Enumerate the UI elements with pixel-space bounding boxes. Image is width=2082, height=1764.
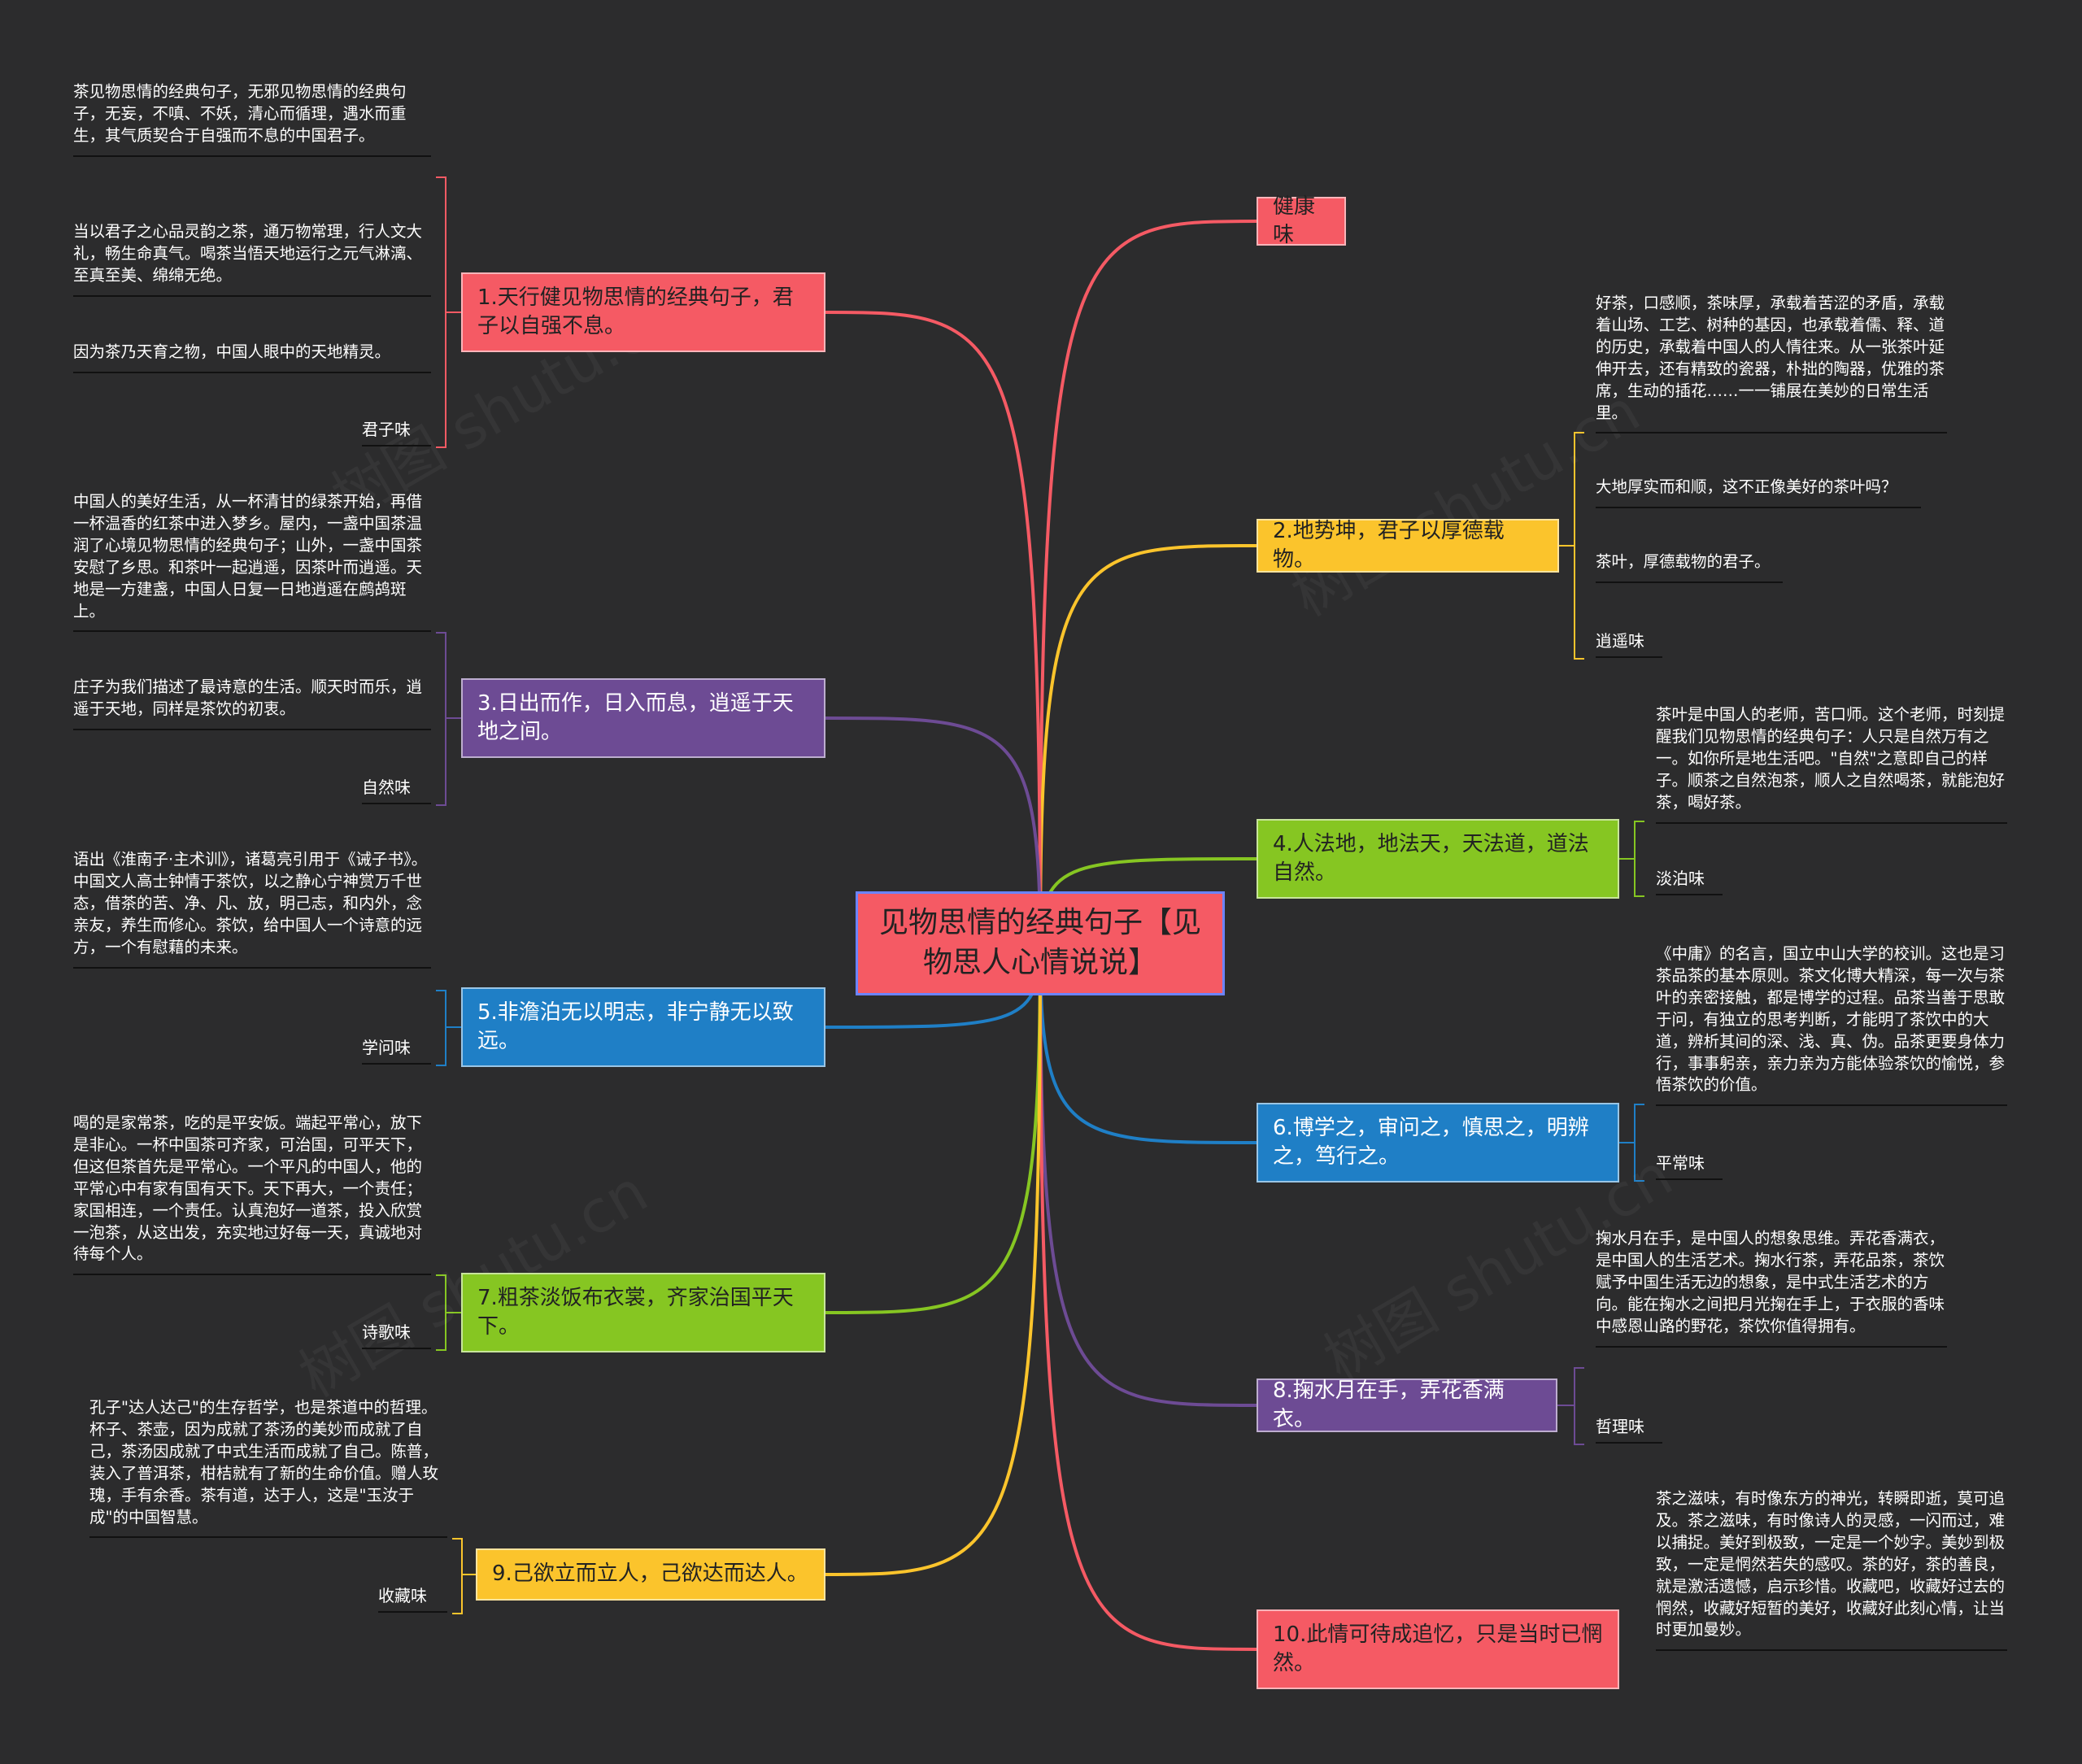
connector-line (1039, 544, 1257, 948)
leaf-note: 好茶，口感顺，茶味厚，承载着苦涩的矛盾，承载着山场、工艺、树种的基因，也承载着儒… (1596, 293, 1947, 434)
branch-health[interactable]: 健康味 (1257, 194, 1346, 247)
connector-line (825, 947, 1042, 1576)
leaf-note: 茶叶，厚德载物的君子。 (1596, 551, 1783, 583)
leaf-note: 喝的是家常茶，吃的是平安饭。端起平常心，放下是非心。一杯中国茶可齐家，可治国，可… (73, 1113, 431, 1276)
leaf-note: 庄子为我们描述了最诗意的生活。顺天时而乐，逍遥于天地，同样是茶饮的初衷。 (73, 677, 431, 730)
leaf-tag: 哲理味 (1596, 1413, 1662, 1444)
branch-6[interactable]: 6.博学之，审问之，慎思之，明辨之，笃行之。 (1257, 1103, 1619, 1183)
leaf-tag: 逍遥味 (1596, 628, 1662, 658)
leaf-tag: 诗歌味 (362, 1319, 431, 1349)
bracket-line (436, 1274, 446, 1351)
connector-line (1039, 220, 1257, 948)
connector-line (825, 947, 1042, 1314)
branch-4[interactable]: 4.人法地，地法天，天法道，道法自然。 (1257, 819, 1619, 899)
leaf-note: 孔子"达人达己"的生存哲学，也是茶道中的哲理。杯子、茶壶，因为成就了茶汤的美妙而… (89, 1397, 447, 1539)
leaf-note: 茶之滋味，有时像东方的神光，转瞬即逝，莫可追及。茶之滋味，有时像诗人的灵感，一闪… (1656, 1488, 2007, 1652)
branch-1[interactable]: 1.天行健见物思情的经典句子，君子以自强不息。 (461, 272, 825, 352)
branch-10[interactable]: 10.此情可待成追忆，只是当时已惘然。 (1257, 1609, 1619, 1689)
branch-label: 6.博学之，审问之，慎思之，明辨之，笃行之。 (1273, 1115, 1589, 1169)
leaf-note: 《中庸》的名言，国立中山大学的校训。这也是习茶品茶的基本原则。茶文化博大精深，每… (1656, 943, 2007, 1107)
branch-label: 8.掬水月在手，弄花香满衣。 (1273, 1378, 1505, 1431)
branch-label: 9.己欲立而立人，己欲达而达人。 (492, 1561, 808, 1587)
leaf-tag: 君子味 (362, 416, 431, 446)
connector-line (1039, 947, 1257, 1407)
bracket-line (1634, 821, 1644, 897)
leaf-tag: 自然味 (362, 774, 431, 804)
bracket-line (436, 990, 446, 1066)
bracket-line (1574, 1367, 1584, 1445)
bracket-line (452, 1538, 463, 1614)
branch-label: 10.此情可待成追忆，只是当时已惘然。 (1273, 1622, 1603, 1675)
branch-9[interactable]: 9.己欲立而立人，己欲达而达人。 (476, 1548, 825, 1601)
branch-3[interactable]: 3.日出而作，日入而息，逍遥于天地之间。 (461, 678, 825, 758)
connector-line (825, 311, 1042, 948)
connector-line (1039, 947, 1257, 1144)
leaf-note: 大地厚实而和顺，这不正像美好的茶叶吗？ (1596, 477, 1921, 508)
branch-label: 3.日出而作，日入而息，逍遥于天地之间。 (477, 690, 794, 744)
bracket-line (436, 176, 446, 448)
leaf-tag: 学问味 (362, 1034, 431, 1065)
leaf-note: 茶见物思情的经典句子，无邪见物思情的经典句子，无妄，不嗔、不妖，清心而循理，遇水… (73, 81, 431, 157)
branch-label: 7.粗茶淡饭布衣裳，齐家治国平天下。 (477, 1285, 794, 1339)
bracket-line (1634, 1104, 1644, 1182)
leaf-tag: 淡泊味 (1656, 865, 1723, 895)
branch-label: 4.人法地，地法天，天法道，道法自然。 (1273, 831, 1589, 885)
root-topic-label: 见物思情的经典句子【见物思人心情说说】 (878, 906, 1201, 979)
leaf-note: 中国人的美好生活，从一杯清甘的绿茶开始，再借一杯温香的红茶中进入梦乡。屋内，一盏… (73, 491, 431, 633)
leaf-tag: 平常味 (1656, 1150, 1723, 1180)
leaf-note: 语出《淮南子·主术训》，诸葛亮引用于《诫子书》。中国文人高士钟情于茶饮，以之静心… (73, 849, 431, 969)
branch-8[interactable]: 8.掬水月在手，弄花香满衣。 (1257, 1379, 1557, 1432)
connector-line (825, 716, 1042, 948)
leaf-note: 茶叶是中国人的老师，苦口师。这个老师，时刻提醒我们见物思情的经典句子：人只是自然… (1656, 704, 2007, 824)
connector-line (1039, 947, 1257, 1651)
leaf-note: 当以君子之心品灵韵之茶，通万物常理，行人文大礼，畅生命真气。喝茶当悟天地运行之元… (73, 221, 431, 297)
bracket-line (436, 632, 446, 806)
branch-5[interactable]: 5.非澹泊无以明志，非宁静无以致远。 (461, 987, 825, 1067)
branch-label: 2.地势坤，君子以厚德载物。 (1273, 518, 1505, 572)
branch-2[interactable]: 2.地势坤，君子以厚德载物。 (1257, 519, 1559, 573)
bracket-line (1574, 432, 1584, 660)
leaf-tag: 收藏味 (378, 1583, 447, 1613)
leaf-note: 掬水月在手，是中国人的想象思维。弄花香满衣，是中国人的生活艺术。掬水行茶，弄花品… (1596, 1228, 1947, 1348)
branch-label: 5.非澹泊无以明志，非宁静无以致远。 (477, 1000, 794, 1053)
branch-label: 健康味 (1273, 194, 1316, 247)
leaf-note: 因为茶乃天育之物，中国人眼中的天地精灵。 (73, 342, 431, 373)
branch-7[interactable]: 7.粗茶淡饭布衣裳，齐家治国平天下。 (461, 1273, 825, 1352)
root-topic[interactable]: 见物思情的经典句子【见物思人心情说说】 (856, 891, 1225, 995)
branch-label: 1.天行健见物思情的经典句子，君子以自强不息。 (477, 285, 794, 338)
